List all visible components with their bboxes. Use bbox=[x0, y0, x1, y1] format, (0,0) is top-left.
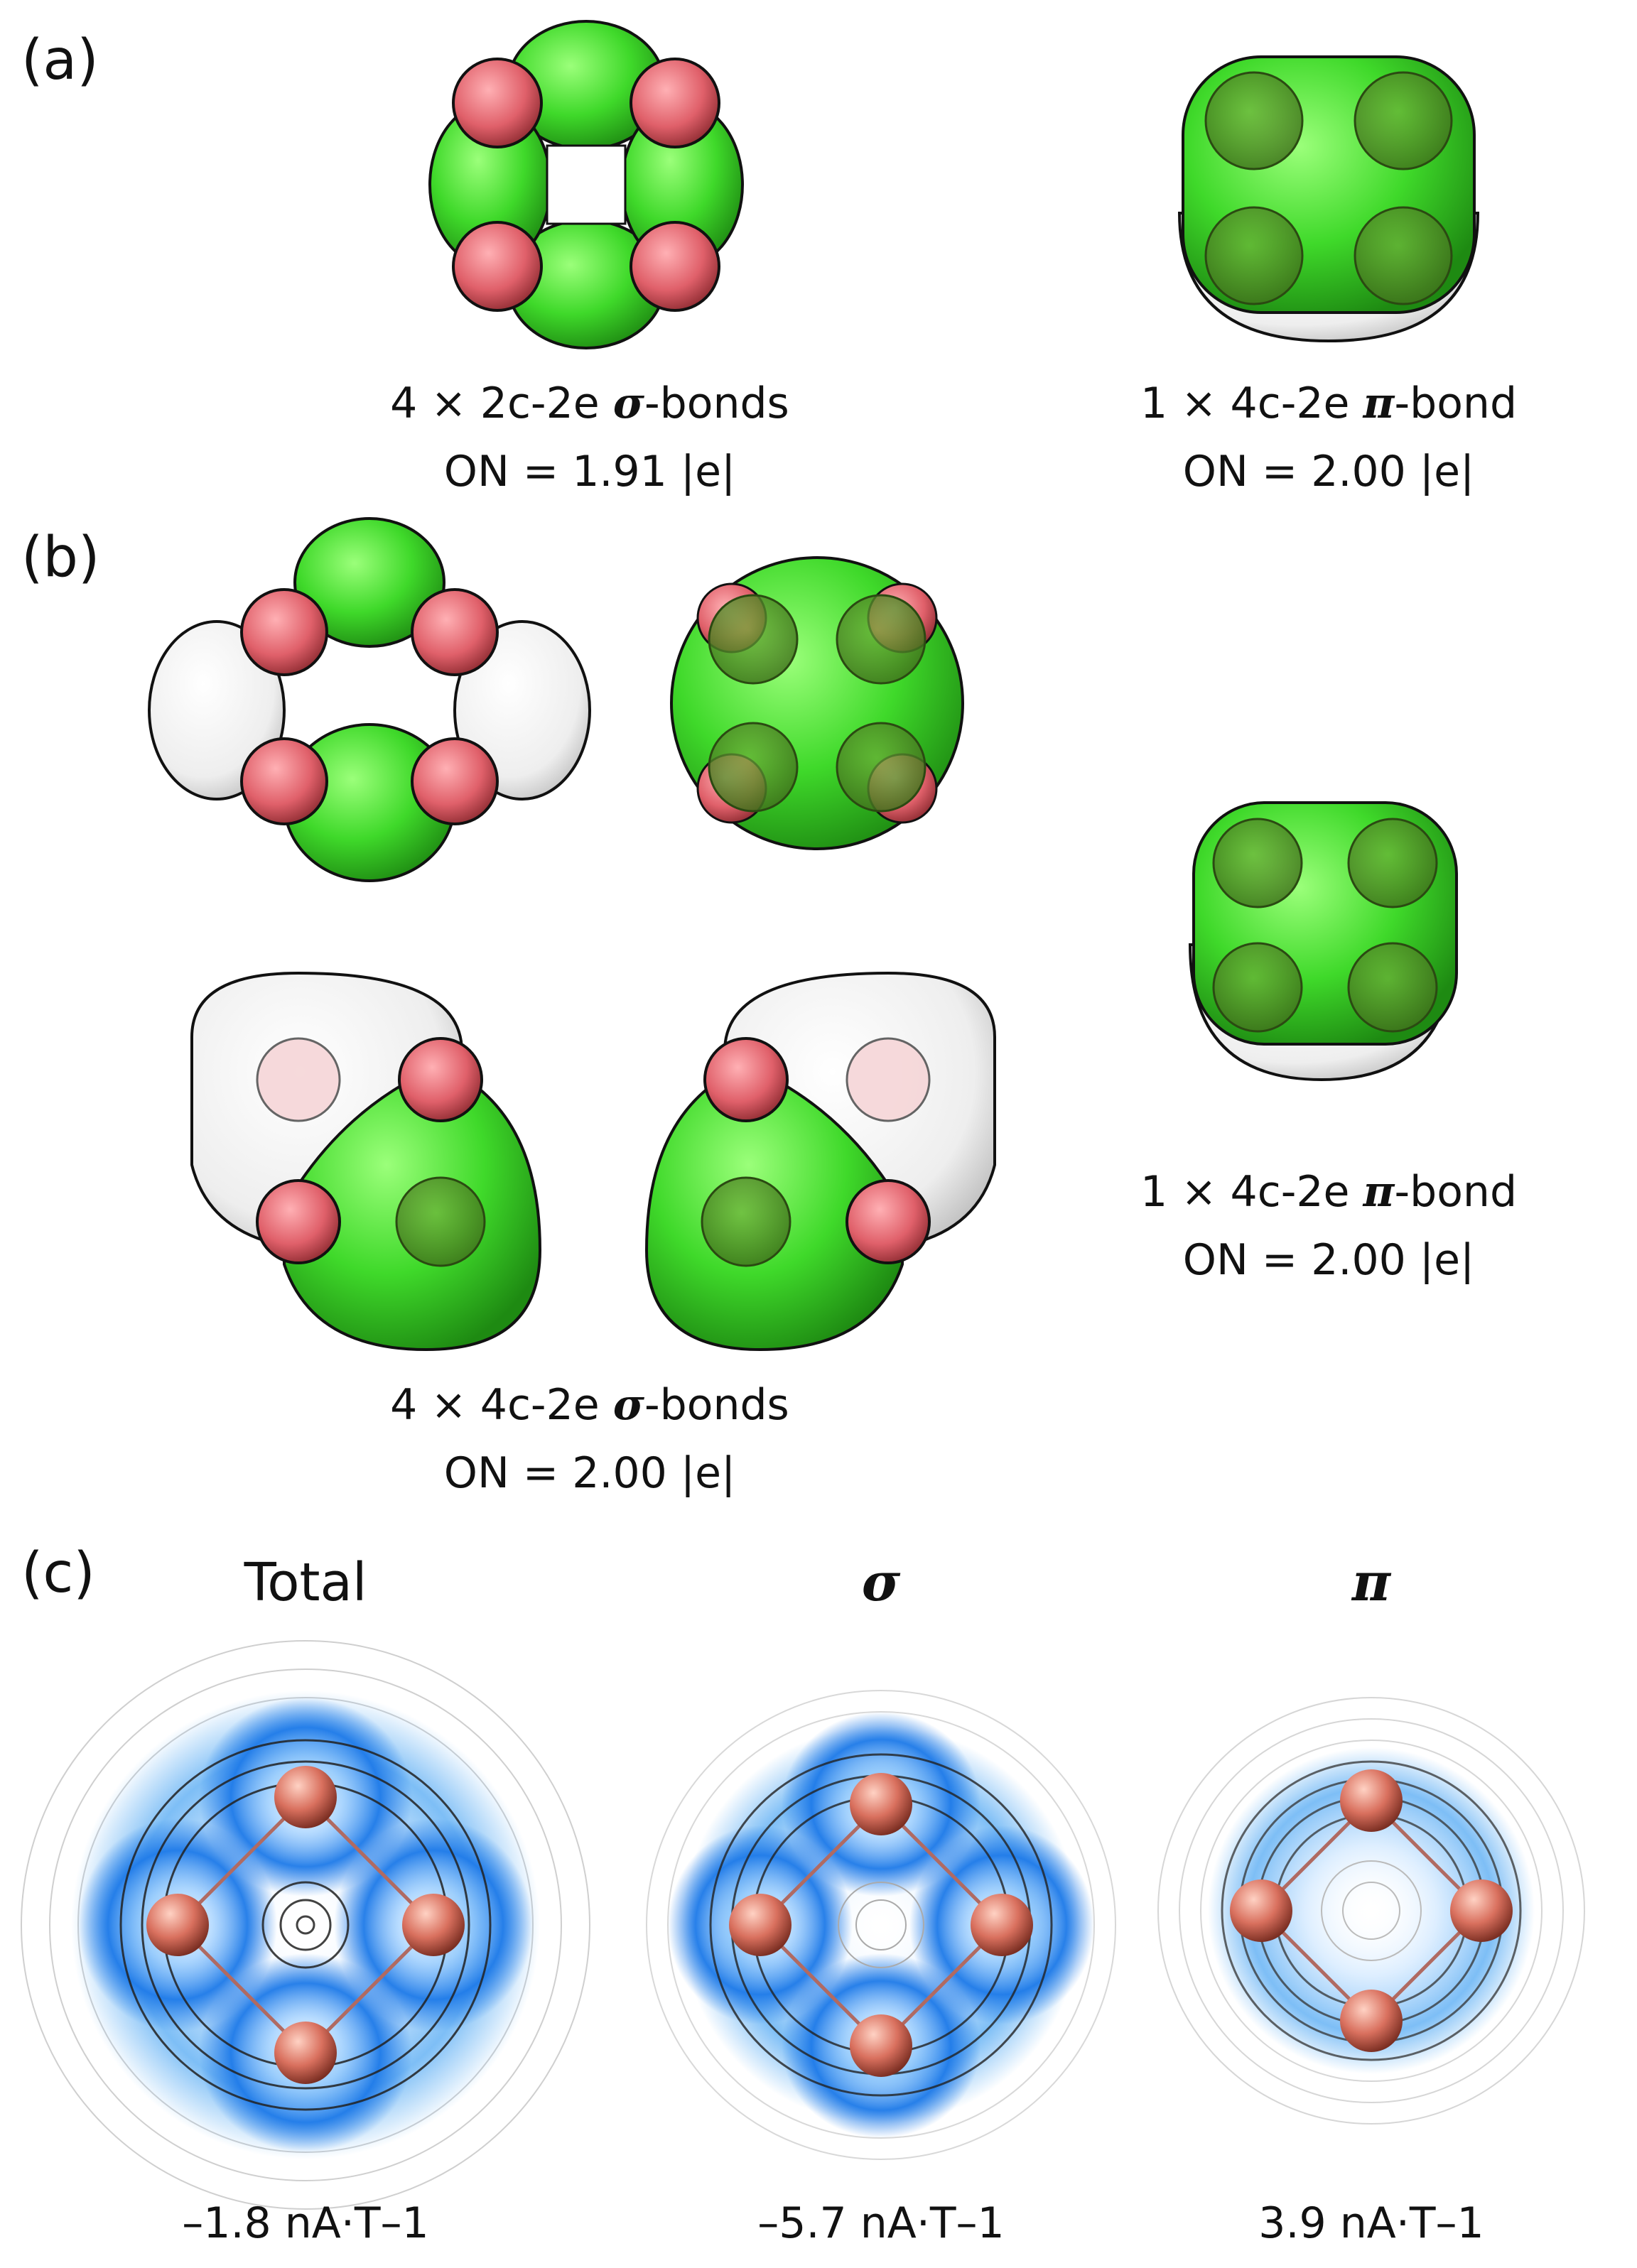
current-value-sigma: –5.7 nA·T–1 bbox=[757, 2198, 1005, 2248]
column-title-pi: π bbox=[1351, 1552, 1391, 1613]
orbital-b-sigma-3 bbox=[190, 971, 542, 1352]
orbital-b-sigma-4 bbox=[644, 971, 996, 1352]
current-value-pi: 3.9 nA·T–1 bbox=[1258, 2198, 1484, 2248]
panel-label-b: (b) bbox=[21, 526, 100, 590]
panel-label-c: (c) bbox=[21, 1541, 95, 1605]
orbital-b-sigma-1 bbox=[148, 517, 591, 882]
current-map-pi bbox=[1157, 1697, 1585, 2125]
column-title-sigma: σ bbox=[861, 1552, 901, 1613]
caption-a-sigma: 4 × 2c-2e σ-bonds ON = 1.91 |e| bbox=[390, 379, 789, 497]
orbital-a-sigma bbox=[428, 20, 744, 349]
current-map-total bbox=[21, 1640, 590, 2210]
panel-label-a: (a) bbox=[21, 28, 99, 92]
caption-b-pi: 1 × 4c-2e π-bond ON = 2.00 |e| bbox=[1140, 1167, 1518, 1285]
current-value-total: –1.8 nA·T–1 bbox=[182, 2198, 429, 2248]
orbital-b-pi bbox=[1188, 801, 1458, 1082]
orbital-b-sigma-2 bbox=[670, 556, 964, 850]
orbital-a-pi bbox=[1177, 55, 1480, 343]
caption-a-pi: 1 × 4c-2e π-bond ON = 2.00 |e| bbox=[1140, 379, 1518, 497]
caption-b-sigma: 4 × 4c-2e σ-bonds ON = 2.00 |e| bbox=[390, 1380, 789, 1498]
current-map-sigma bbox=[646, 1690, 1116, 2160]
column-title-total: Total bbox=[244, 1552, 367, 1613]
